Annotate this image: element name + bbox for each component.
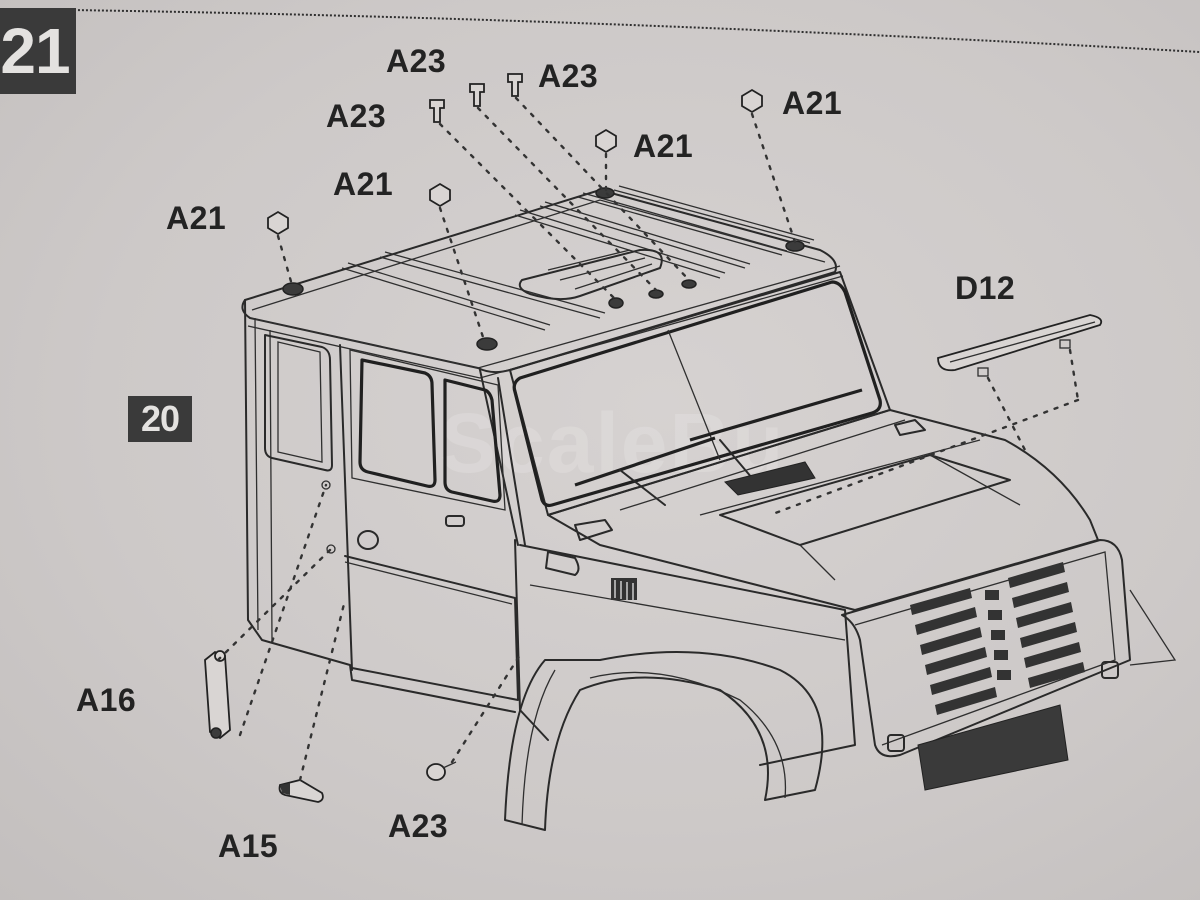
label-a23-top-right: A23: [538, 58, 599, 94]
assembly-guide-lines: [216, 96, 797, 782]
screw-icons: [426, 73, 523, 781]
part-a15-step: [278, 779, 324, 803]
part-d12-visor: [768, 314, 1103, 517]
cab-roof: [241, 185, 844, 379]
label-a15: A15: [218, 828, 279, 864]
label-a21-right: A21: [782, 85, 843, 121]
label-a23-bottom: A23: [388, 808, 449, 844]
hex-bolt-icons: [267, 88, 763, 236]
label-d12: D12: [955, 270, 1016, 306]
step-number-badge: 21: [0, 8, 76, 94]
front-grille: [841, 539, 1177, 791]
label-a21-upper-left: A21: [333, 166, 394, 202]
label-a21-center: A21: [633, 128, 694, 164]
label-a21-left: A21: [166, 200, 227, 236]
top-rule: [69, 9, 1200, 53]
label-a23-top-left: A23: [386, 43, 447, 79]
front-fender: [504, 539, 856, 831]
label-a23-mid: A23: [326, 98, 387, 134]
cab-body: [244, 299, 526, 713]
side-vent: [611, 578, 637, 601]
grille-slots: [910, 562, 1085, 715]
sub-step-badge: 20: [128, 396, 192, 442]
part-a16-handle: [204, 650, 231, 740]
label-a16: A16: [76, 682, 137, 718]
windshield-and-hood: [509, 271, 1099, 611]
